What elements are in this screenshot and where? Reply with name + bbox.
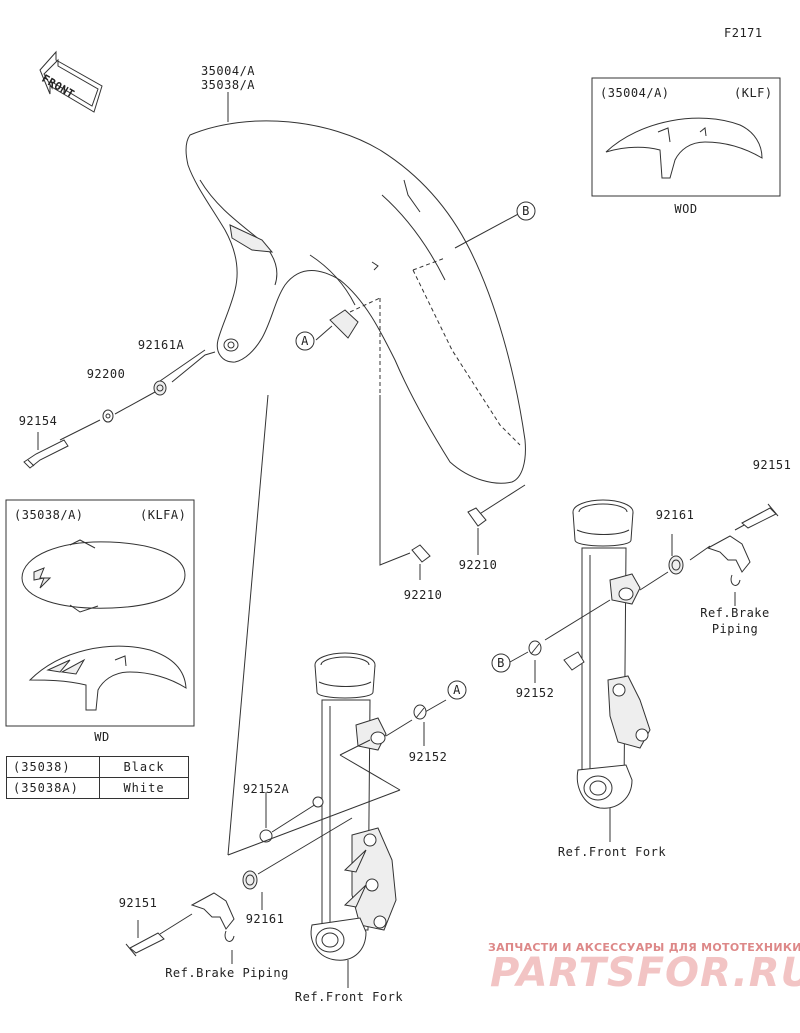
label-92200: 92200 bbox=[86, 367, 126, 381]
table-row: (35038A) White bbox=[6, 777, 189, 799]
fender-wod-icon bbox=[605, 117, 763, 179]
diagram-code: F2171 bbox=[724, 26, 763, 40]
inset-klf-variant: (KLF) bbox=[734, 86, 773, 100]
color-name: White bbox=[99, 777, 189, 799]
bolt-92151-right bbox=[741, 503, 779, 529]
callout-b-fork: B bbox=[497, 656, 505, 670]
table-row: (35038) Black bbox=[6, 756, 189, 778]
fender-wd-side-view-icon bbox=[28, 645, 187, 711]
fender-wd-top-view-icon bbox=[21, 539, 186, 613]
watermark-brand: PARTSFOR.RU bbox=[490, 950, 800, 996]
callout-a-fender: A bbox=[301, 334, 309, 348]
label-35004: 35004/A bbox=[200, 64, 256, 78]
inset-klfa-caption: WD bbox=[94, 730, 110, 744]
spacer-92161-right bbox=[668, 555, 684, 575]
inset-klfa-part: (35038/A) bbox=[14, 508, 84, 522]
label-92161-right: 92161 bbox=[655, 508, 695, 522]
label-92161A: 92161A bbox=[137, 338, 185, 352]
brake-piping-clamp-left-icon bbox=[190, 892, 235, 942]
label-92152A: 92152A bbox=[242, 782, 290, 796]
bolt-92154 bbox=[23, 439, 69, 469]
inset-klf-part: (35004/A) bbox=[600, 86, 670, 100]
label-92154: 92154 bbox=[18, 414, 58, 428]
collar-92152-right bbox=[528, 640, 542, 656]
label-ref-brake-piping-left: Ref.Brake Piping bbox=[165, 966, 289, 980]
inset-klf-caption: WOD bbox=[674, 202, 698, 216]
spacer-92161A bbox=[153, 380, 167, 396]
clip-92210-right bbox=[467, 507, 487, 527]
label-92152-center: 92152 bbox=[408, 750, 448, 764]
label-92210-center: 92210 bbox=[403, 588, 443, 602]
label-35038: 35038/A bbox=[200, 78, 256, 92]
label-92151-right: 92151 bbox=[752, 458, 792, 472]
collar-92152-center bbox=[413, 704, 427, 720]
label-92210-right: 92210 bbox=[458, 558, 498, 572]
label-92161-left: 92161 bbox=[245, 912, 285, 926]
spacer-92161-left bbox=[242, 870, 258, 890]
callout-a-fork: A bbox=[453, 683, 461, 697]
watermark-tagline: ЗАПЧАСТИ И АКСЕССУАРЫ ДЛЯ МОТОТЕХНИКИ bbox=[488, 941, 800, 954]
label-92152-right: 92152 bbox=[515, 686, 555, 700]
callout-b-fender: B bbox=[522, 204, 530, 218]
front-fork-left bbox=[310, 652, 397, 961]
label-92151-left: 92151 bbox=[118, 896, 158, 910]
inset-klfa-variant: (KLFA) bbox=[140, 508, 187, 522]
brake-piping-clamp-right-icon bbox=[706, 535, 751, 586]
label-ref-piping-right: Piping bbox=[711, 622, 759, 636]
bolt-92151-left bbox=[125, 932, 165, 957]
front-arrow-icon bbox=[39, 50, 103, 113]
color-table: (35038) Black (35038A) White bbox=[6, 756, 189, 799]
front-fender bbox=[185, 120, 526, 484]
clip-92210-center bbox=[411, 544, 431, 563]
color-code: (35038A) bbox=[6, 777, 100, 799]
washer-92200 bbox=[102, 409, 114, 423]
front-fork-right bbox=[563, 499, 651, 809]
color-name: Black bbox=[99, 756, 189, 778]
label-ref-brake-right: Ref.Brake bbox=[700, 606, 770, 620]
label-ref-front-fork-left: Ref.Front Fork bbox=[294, 990, 404, 1004]
color-code: (35038) bbox=[6, 756, 100, 778]
label-ref-front-fork-right: Ref.Front Fork bbox=[557, 845, 667, 859]
